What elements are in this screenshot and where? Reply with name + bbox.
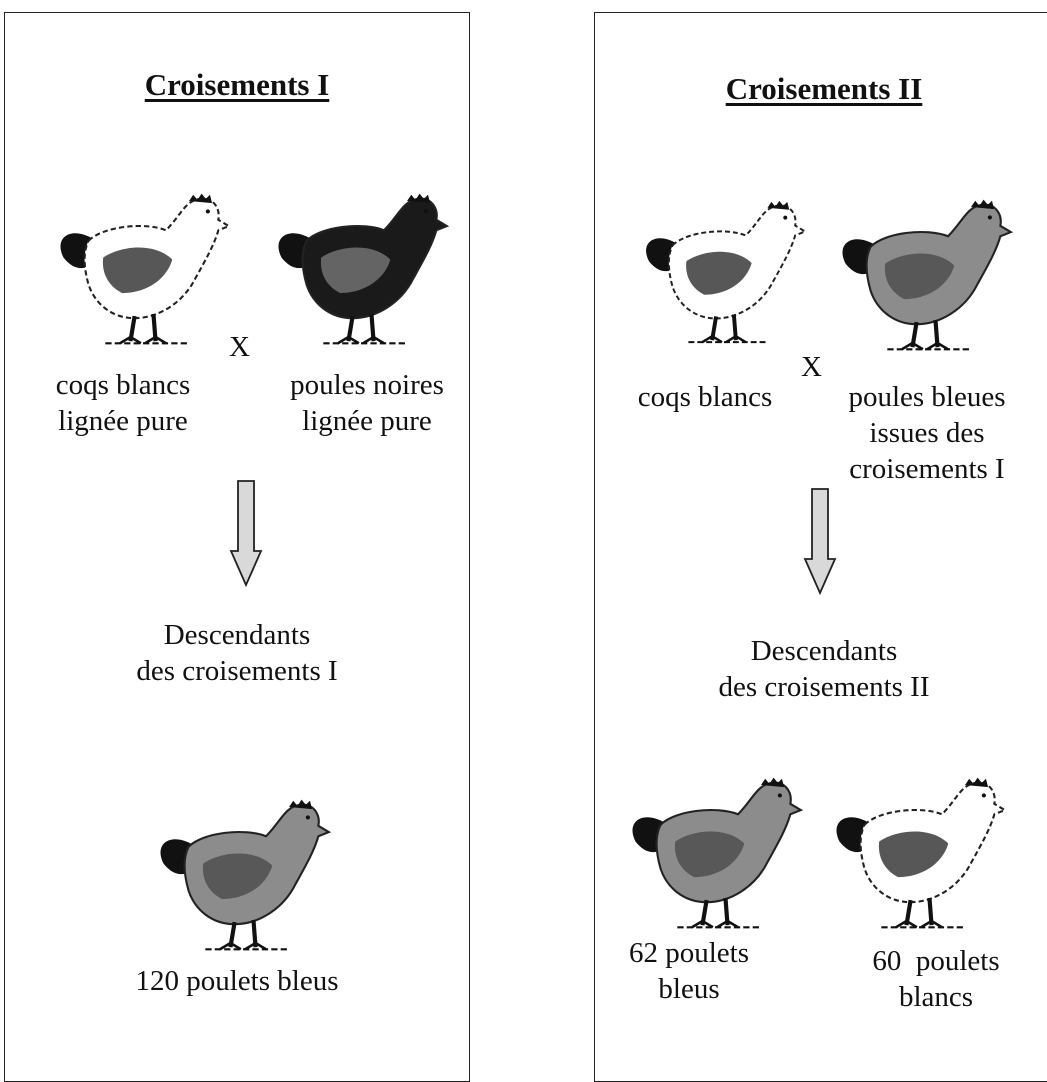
parent-right-line2: issues des bbox=[827, 415, 1027, 451]
offspring-heading-line2: des croisements II bbox=[595, 669, 1047, 705]
offspring-heading-line1: Descendants bbox=[595, 633, 1047, 669]
down-arrow-icon bbox=[229, 479, 263, 589]
offspring-left-line1: 62 poulets bbox=[599, 935, 779, 971]
hen-icon bbox=[53, 169, 233, 369]
down-arrow-icon bbox=[803, 487, 837, 597]
panel-croisements-2: Croisements II bbox=[594, 12, 1047, 1082]
offspring-heading-line2: des croisements I bbox=[5, 653, 469, 689]
parent-right-line1: poules noires bbox=[267, 367, 467, 403]
parent-left-line1: coqs blancs bbox=[33, 367, 213, 403]
offspring-label-left: 62 poulets bleus bbox=[599, 935, 779, 1007]
panel-2-title: Croisements II bbox=[595, 71, 1047, 107]
hen-icon bbox=[625, 753, 805, 953]
offspring-right-line1: 60 poulets bbox=[841, 943, 1031, 979]
panel-croisements-1: Croisements I bbox=[4, 12, 470, 1082]
offspring-left-line2: bleus bbox=[599, 971, 779, 1007]
parent-right-label: poules bleues issues des croisements I bbox=[827, 379, 1027, 487]
hen-icon bbox=[829, 753, 1009, 953]
hen-icon bbox=[153, 775, 333, 975]
parent-right-line3: croisements I bbox=[827, 451, 1027, 487]
hen-icon bbox=[639, 175, 809, 369]
offspring-heading-line1: Descendants bbox=[5, 617, 469, 653]
parent-right-line1: poules bleues bbox=[827, 379, 1027, 415]
offspring-heading: Descendants des croisements I bbox=[5, 617, 469, 689]
hen-icon bbox=[835, 175, 1015, 375]
parent-left-line2: lignée pure bbox=[33, 403, 213, 439]
hen-icon bbox=[271, 169, 451, 369]
parent-right-label: poules noires lignée pure bbox=[267, 367, 467, 439]
offspring-label-right: 60 poulets blancs bbox=[841, 943, 1031, 1015]
offspring-label: 120 poulets bleus bbox=[5, 963, 469, 999]
cross-symbol: X bbox=[229, 331, 250, 364]
parent-right-line2: lignée pure bbox=[267, 403, 467, 439]
panel-1-title: Croisements I bbox=[5, 67, 469, 103]
offspring-right-line2: blancs bbox=[841, 979, 1031, 1015]
offspring-heading: Descendants des croisements II bbox=[595, 633, 1047, 705]
parent-left-label: coqs blancs lignée pure bbox=[33, 367, 213, 439]
cross-symbol: X bbox=[801, 351, 822, 384]
parent-left-line1: coqs blancs bbox=[615, 379, 795, 415]
parent-left-label: coqs blancs bbox=[615, 379, 795, 415]
